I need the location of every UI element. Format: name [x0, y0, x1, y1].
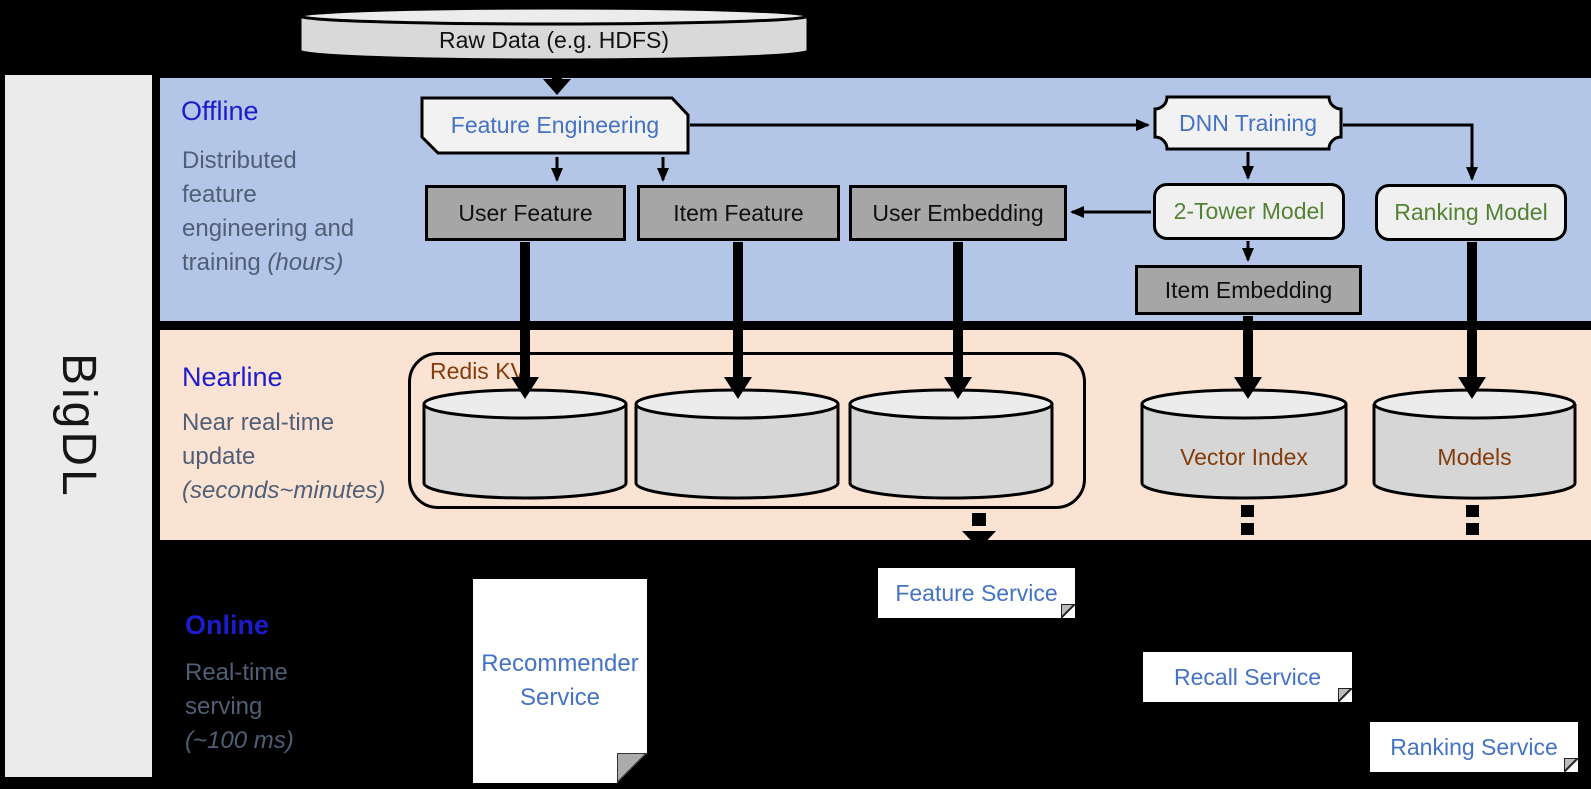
cylinder-shape	[1372, 388, 1577, 500]
desc-line: feature	[182, 181, 257, 208]
cylinder-shape	[298, 6, 810, 62]
recommender-service-label: Recommender Service	[481, 650, 639, 711]
desc-line: (~100 ms)	[185, 724, 294, 758]
feature-service-node: Feature Service	[878, 568, 1075, 618]
user-feature-label: User Feature	[458, 199, 593, 226]
bigdl-brand-label: BigDL	[52, 353, 105, 499]
plaque-shape	[1153, 95, 1343, 151]
dnn-training-label: DNN Training	[1178, 109, 1318, 136]
bigdl-side-panel: BigDL	[5, 75, 152, 777]
desc-word: training	[182, 249, 261, 276]
user-embedding-label: User Embedding	[872, 199, 1044, 226]
desc-italic: (seconds~minutes)	[182, 477, 386, 504]
page-fold-icon	[1338, 688, 1352, 702]
ranking-service-node: Ranking Service	[1370, 722, 1578, 772]
nearline-band-description: Near real-time update (seconds~minutes)	[182, 406, 385, 508]
offline-band-label: Offline	[181, 96, 259, 126]
recommender-service-node: Recommender Service	[473, 579, 647, 783]
feature-engineering-node: Feature Engineering	[420, 96, 690, 155]
nearline-band-label: Nearline	[182, 362, 283, 392]
raw-data-label: Raw Data (e.g. HDFS)	[438, 26, 670, 53]
cylinder-shape	[1140, 388, 1348, 500]
vector-index-label: Vector Index	[1180, 443, 1308, 470]
desc-italic: (~100 ms)	[185, 727, 294, 754]
online-band-description: Real-time serving (~100 ms)	[185, 656, 294, 758]
online-band-label: Online	[185, 610, 270, 640]
models-label: Models	[1437, 443, 1512, 470]
desc-line: Distributed	[182, 147, 297, 174]
kv-store-cylinder	[422, 388, 628, 500]
ranking-model-node: Ranking Model	[1375, 184, 1567, 241]
desc-line: Real-time	[185, 659, 288, 686]
item-embedding-node: Item Embedding	[1135, 265, 1362, 315]
page-fold-icon	[1564, 758, 1578, 772]
desc-italic: (hours)	[267, 249, 344, 276]
redis-kv-label: Redis KV	[430, 358, 526, 384]
cylinder-shape	[422, 388, 628, 500]
feature-engineering-label: Feature Engineering	[450, 112, 660, 138]
online-band	[160, 540, 1591, 789]
two-tower-model-label: 2-Tower Model	[1173, 198, 1325, 224]
kv-store-cylinder	[634, 388, 840, 500]
desc-line: training (hours)	[182, 246, 354, 280]
offline-band-description: Distributed feature engineering and trai…	[182, 144, 354, 280]
desc-line: engineering and	[182, 215, 355, 242]
kv-store-cylinder	[848, 388, 1054, 500]
desc-line: serving	[185, 693, 263, 720]
two-tower-model-node: 2-Tower Model	[1153, 183, 1345, 240]
desc-line: Near real-time	[182, 409, 335, 436]
ranking-model-label: Ranking Model	[1394, 199, 1548, 225]
page-fold-icon	[617, 753, 647, 783]
recall-service-node: Recall Service	[1143, 652, 1352, 702]
feature-service-label: Feature Service	[895, 579, 1058, 606]
vector-index-store: Vector Index	[1140, 388, 1348, 500]
recall-service-label: Recall Service	[1174, 663, 1321, 690]
user-feature-node: User Feature	[425, 185, 626, 241]
item-feature-label: Item Feature	[673, 199, 804, 226]
cylinder-shape	[848, 388, 1054, 500]
ranking-service-label: Ranking Service	[1390, 733, 1558, 760]
desc-line: (seconds~minutes)	[182, 474, 385, 508]
models-store: Models	[1372, 388, 1577, 500]
cylinder-shape	[634, 388, 840, 500]
dnn-training-node: DNN Training	[1153, 95, 1343, 151]
redis-kv-container	[408, 352, 1086, 509]
cut-corner-shape	[420, 96, 690, 155]
page-fold-icon	[1061, 604, 1075, 618]
user-embedding-node: User Embedding	[849, 185, 1067, 241]
item-embedding-label: Item Embedding	[1164, 276, 1333, 303]
raw-data-store: Raw Data (e.g. HDFS)	[298, 6, 810, 64]
desc-line: update	[182, 443, 256, 470]
item-feature-node: Item Feature	[637, 185, 840, 241]
